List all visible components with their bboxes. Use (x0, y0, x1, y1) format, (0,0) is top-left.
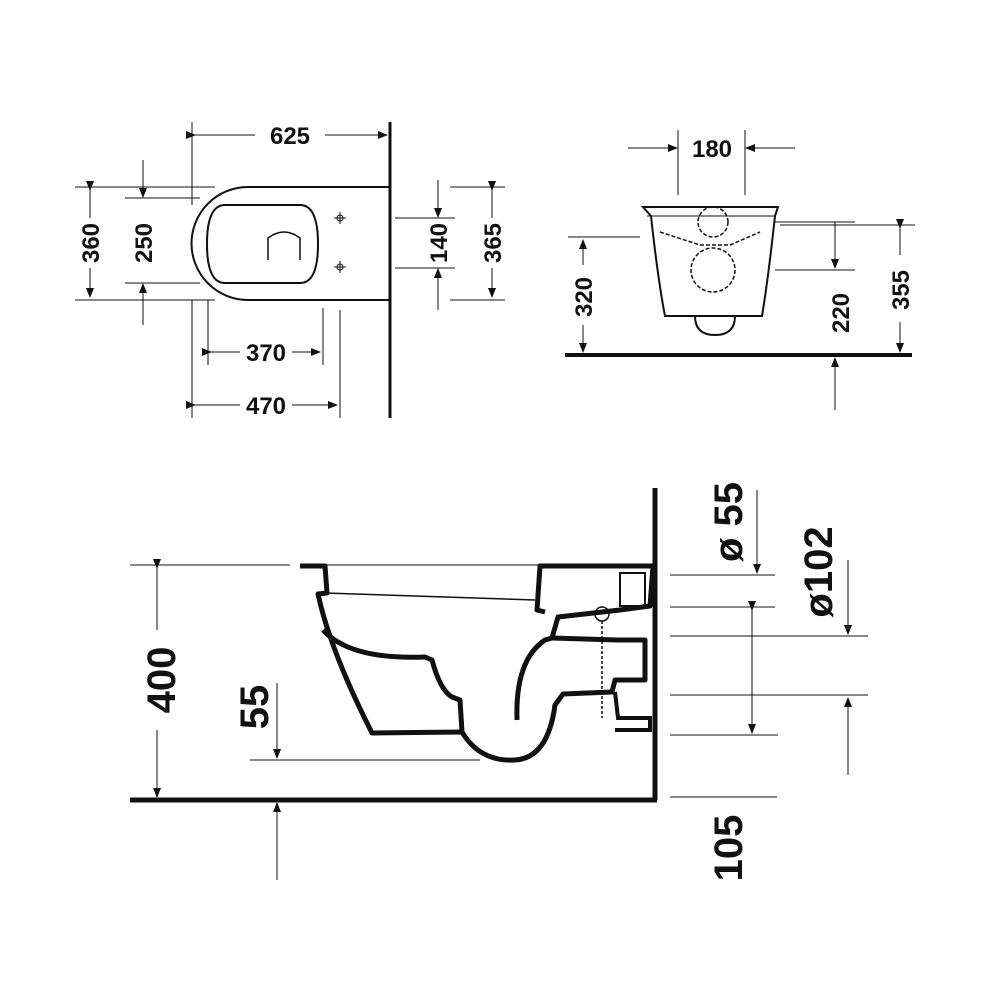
side-view-labels: 400 55 105 ø 55 ø102 (140, 482, 841, 881)
dim-180: 180 (692, 136, 732, 163)
bowl-side-outline (300, 563, 656, 763)
dim-365: 365 (480, 223, 507, 263)
dim-105: 105 (707, 815, 751, 882)
front-view-labels: 180 320 220 355 (571, 136, 915, 333)
dim-370: 370 (246, 340, 286, 367)
dim-320: 320 (571, 277, 598, 317)
bowl-outline (190, 186, 390, 301)
dim-400: 400 (140, 647, 184, 714)
dim-outlet-diameter: ø102 (797, 526, 841, 617)
dim-inlet-diameter: ø 55 (707, 482, 751, 562)
fixing-points (334, 212, 346, 273)
dim-360: 360 (78, 223, 105, 263)
dim-220: 220 (828, 293, 855, 333)
dim-470: 470 (246, 393, 286, 420)
bowl-front-outline (640, 206, 780, 317)
bowl-inner (205, 204, 320, 284)
top-view (75, 122, 505, 418)
dim-625: 625 (270, 123, 310, 150)
dim-355: 355 (888, 270, 915, 310)
top-view-labels: 625 360 250 140 365 370 470 (78, 123, 507, 420)
dim-250: 250 (131, 223, 158, 263)
dim-140: 140 (426, 223, 453, 263)
dim-55: 55 (233, 685, 277, 730)
front-view (565, 130, 915, 410)
side-view (130, 488, 868, 880)
